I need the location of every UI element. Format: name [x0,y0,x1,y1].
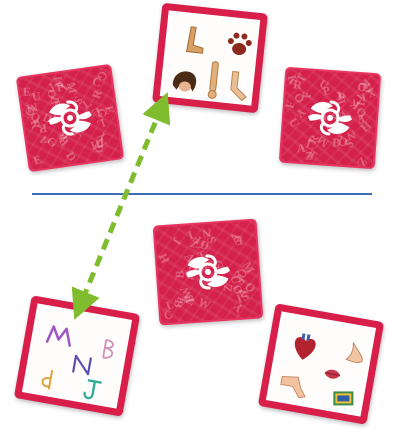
arrow-shaft [80,106,162,306]
